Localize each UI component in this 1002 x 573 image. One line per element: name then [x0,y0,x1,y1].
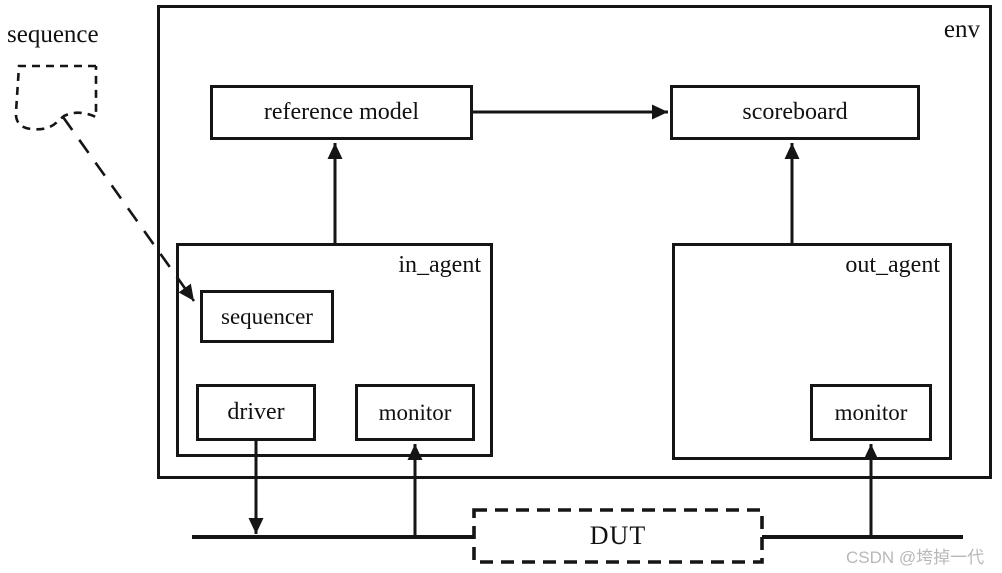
out-monitor-label: monitor [834,399,908,425]
env-label: env [943,16,980,43]
scoreboard-label: scoreboard [742,99,848,125]
sequencer-label: sequencer [221,303,313,329]
dut-label: DUT [589,521,647,550]
in-monitor-label: monitor [378,399,452,425]
sequencer-box: sequencer [200,290,334,343]
out-agent-label: out_agent [845,252,940,278]
reference-model-label: reference model [263,99,420,125]
env-box: env [157,5,992,479]
out-monitor-box: monitor [810,384,932,441]
in-monitor-box: monitor [355,384,475,441]
in-agent-box: in_agent sequencer driver monitor [176,243,493,457]
sequence-dashed-box [14,64,98,131]
sequence-label: sequence [7,21,99,48]
out-agent-box: out_agent monitor [672,243,952,460]
reference-model-box: reference model [210,85,473,140]
driver-box: driver [196,384,316,441]
driver-label: driver [227,399,285,425]
watermark-text: CSDN @垮掉一代 [846,548,985,567]
scoreboard-box: scoreboard [670,85,920,140]
in-agent-label: in_agent [398,252,481,278]
arrow-sequence-to-sequencer [61,116,196,302]
dut-dashed-border [472,508,764,564]
